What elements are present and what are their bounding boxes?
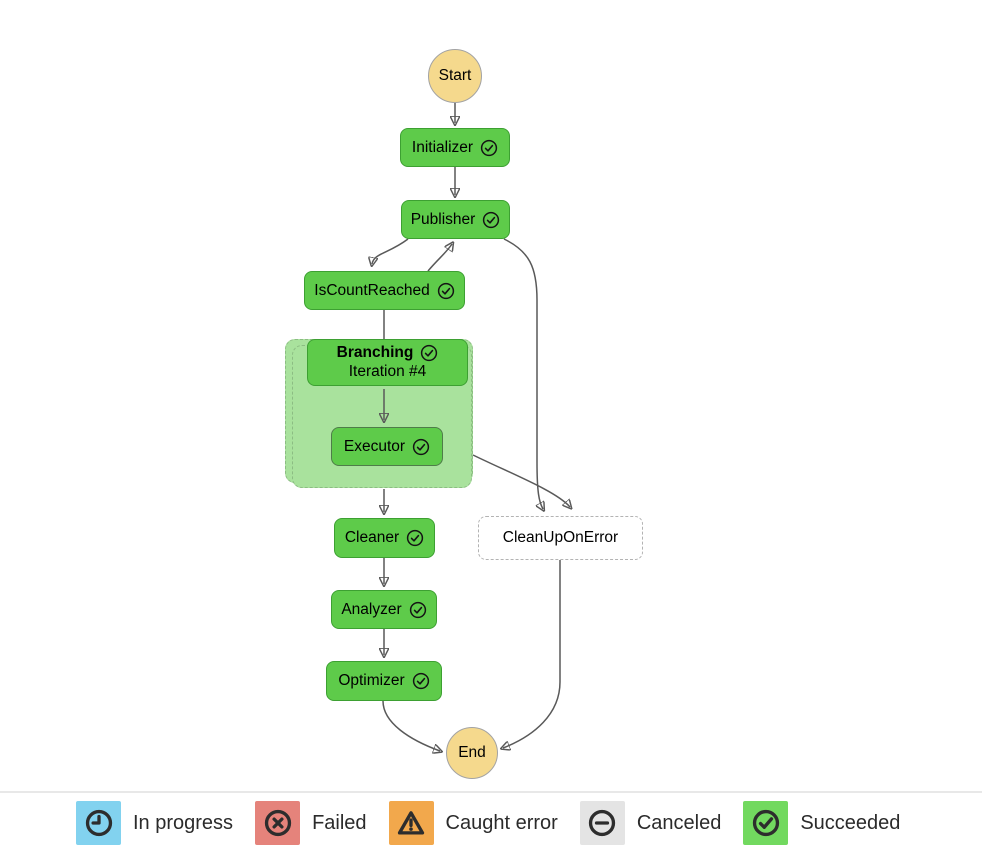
succeeded-check-icon [409, 601, 426, 618]
check-circle-icon [752, 809, 779, 837]
x-circle-icon [264, 809, 291, 837]
legend-label: In progress [133, 811, 234, 834]
branching-title-row: Branching [337, 344, 439, 362]
workflow-edges [0, 103, 982, 791]
succeeded-check-icon [480, 139, 498, 156]
minus-circle-icon [579, 801, 625, 845]
node-optimizer[interactable]: Optimizer [326, 661, 442, 701]
succeeded-check-icon [421, 344, 438, 362]
node-label: IsCountReached [314, 281, 430, 299]
node-label: Analyzer [341, 600, 402, 618]
node-cleanuponerror[interactable]: CleanUpOnError [478, 516, 643, 560]
node-iscountreached[interactable]: IsCountReached [304, 271, 465, 310]
succeeded-check-icon [412, 672, 429, 690]
edge-optimizer-end [382, 700, 440, 751]
legend-label: Caught error [445, 811, 558, 834]
check-circle-icon [743, 801, 789, 845]
legend-item-caught-error: Caught error [388, 801, 558, 845]
legend-item-canceled: Canceled [579, 801, 722, 845]
clock-icon [85, 809, 112, 837]
node-label: CleanUpOnError [502, 529, 619, 546]
edge-publisher-iscountreached [372, 238, 409, 264]
legend-label: Succeeded [800, 811, 901, 834]
edge-publisher-cleanuponerror [503, 238, 543, 509]
node-label: Cleaner [344, 529, 400, 546]
succeeded-check-icon [483, 211, 500, 228]
node-label: Start [438, 67, 472, 84]
node-cleaner[interactable]: Cleaner [334, 518, 435, 558]
node-label: Initializer [411, 138, 474, 156]
node-label: Optimizer [338, 672, 405, 689]
node-start[interactable]: Start [428, 49, 482, 103]
legend-item-succeeded: Succeeded [743, 801, 900, 845]
node-label: Publisher [410, 210, 476, 228]
iteration-label: Iteration #4 [348, 363, 427, 380]
edge-iscountreached-publisher [427, 244, 452, 272]
in-progress-swatch [76, 801, 121, 845]
node-initializer[interactable]: Initializer [400, 128, 510, 167]
node-publisher[interactable]: Publisher [401, 200, 510, 239]
status-legend: In progress Failed Caught error [0, 791, 982, 854]
node-executor[interactable]: Executor [331, 427, 443, 466]
node-end[interactable]: End [446, 727, 498, 779]
workflow-graph-canvas: Start Initializer Publisher IsCountReach… [0, 49, 982, 791]
legend-label: Canceled [636, 811, 722, 834]
node-label: End [458, 744, 486, 761]
node-label: Branching [336, 344, 414, 361]
edge-executor-cleanuponerror [472, 454, 570, 507]
node-analyzer[interactable]: Analyzer [331, 590, 437, 629]
legend-label: Failed [312, 811, 367, 834]
succeeded-check-icon [406, 529, 424, 547]
succeeded-check-icon [412, 438, 430, 455]
warning-triangle-icon [397, 811, 425, 835]
failed-swatch [255, 801, 301, 845]
legend-item-failed: Failed [255, 801, 367, 845]
legend-item-in-progress: In progress [76, 801, 233, 845]
warning-triangle-icon [388, 801, 434, 845]
edge-cleanuponerror-end [503, 560, 561, 748]
node-branching[interactable]: Branching Iteration #4 [307, 339, 468, 386]
minus-circle-icon [589, 809, 616, 837]
node-label: Executor [343, 437, 406, 455]
succeeded-check-icon [437, 282, 454, 299]
